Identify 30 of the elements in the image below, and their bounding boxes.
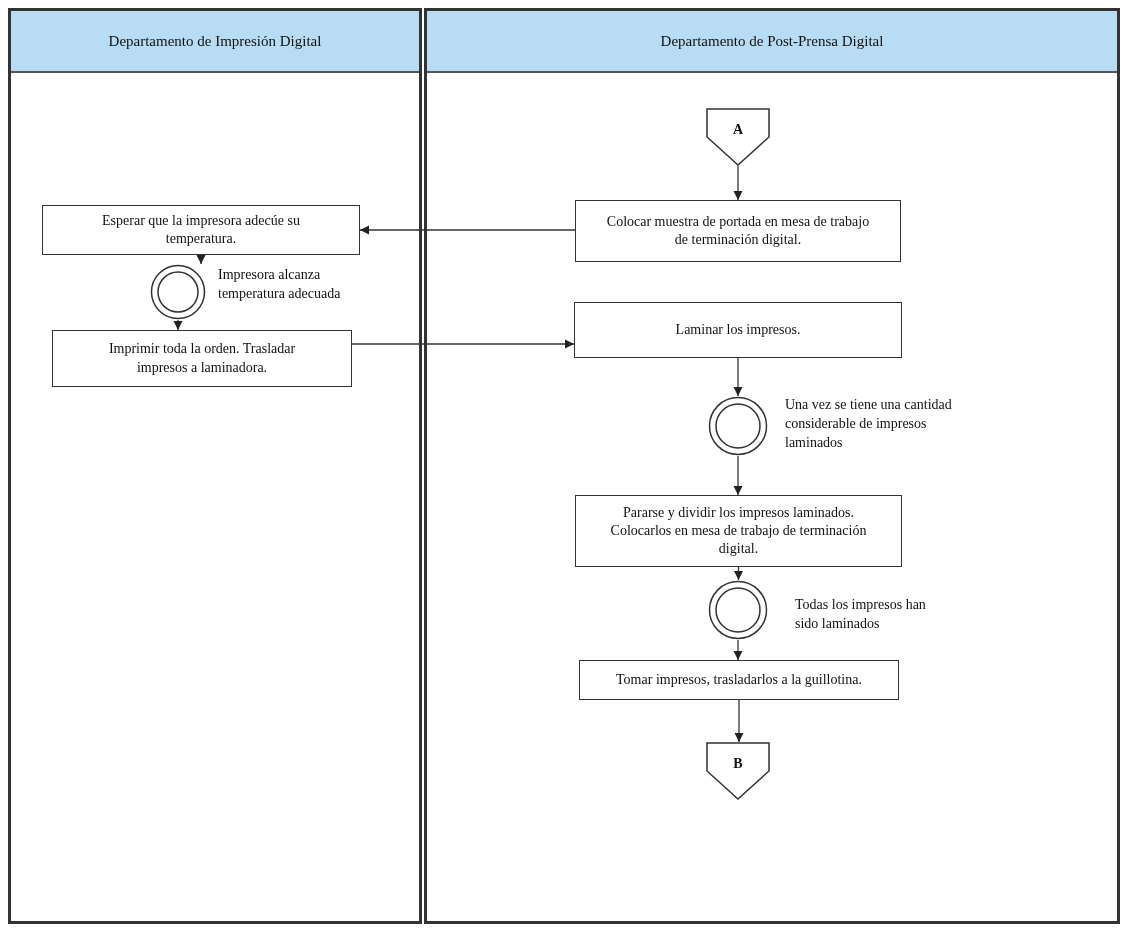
event-circle — [708, 580, 768, 640]
event-circle — [150, 264, 206, 320]
offpage-connector — [706, 108, 770, 166]
lane-header: Departamento de Post-Prensa Digital — [427, 11, 1117, 73]
arrow — [733, 357, 743, 397]
arrow — [196, 254, 206, 265]
lane-header: Departamento de Impresión Digital — [11, 11, 419, 73]
process-box: Tomar impresos, trasladarlos a la guillotina. — [579, 660, 899, 700]
arrow — [733, 566, 744, 581]
connector-label: A — [731, 122, 745, 138]
swimlane — [8, 8, 422, 924]
event-note: Todas los impresos han sido laminados — [795, 596, 927, 633]
arrow — [733, 639, 743, 661]
process-box: Imprimir toda la orden. Trasladar impresos a laminadora. — [52, 330, 352, 387]
process-box: Esperar que la impresora adecúe su temperatura. — [42, 205, 360, 255]
process-box: Colocar muestra de portada en mesa de trabajo de terminación digital. — [575, 200, 901, 262]
event-circle — [708, 396, 768, 456]
arrow — [359, 225, 576, 235]
arrow — [351, 339, 575, 349]
swimlane — [424, 8, 1120, 924]
process-box: Pararse y dividir los impresos laminados. Colocarlos en mesa de trabajo de terminación digital. — [575, 495, 902, 567]
event-note: Una vez se tiene una cantidad considerable de impresos laminados — [785, 396, 953, 452]
process-box: Laminar los impresos. — [574, 302, 902, 358]
arrow — [173, 319, 183, 331]
arrow — [733, 455, 743, 496]
offpage-connector — [706, 742, 770, 800]
arrow — [733, 165, 743, 201]
event-note: Impresora alcanza temperatura adecuada — [218, 266, 342, 303]
arrow — [734, 699, 744, 743]
connector-label: B — [732, 756, 744, 772]
